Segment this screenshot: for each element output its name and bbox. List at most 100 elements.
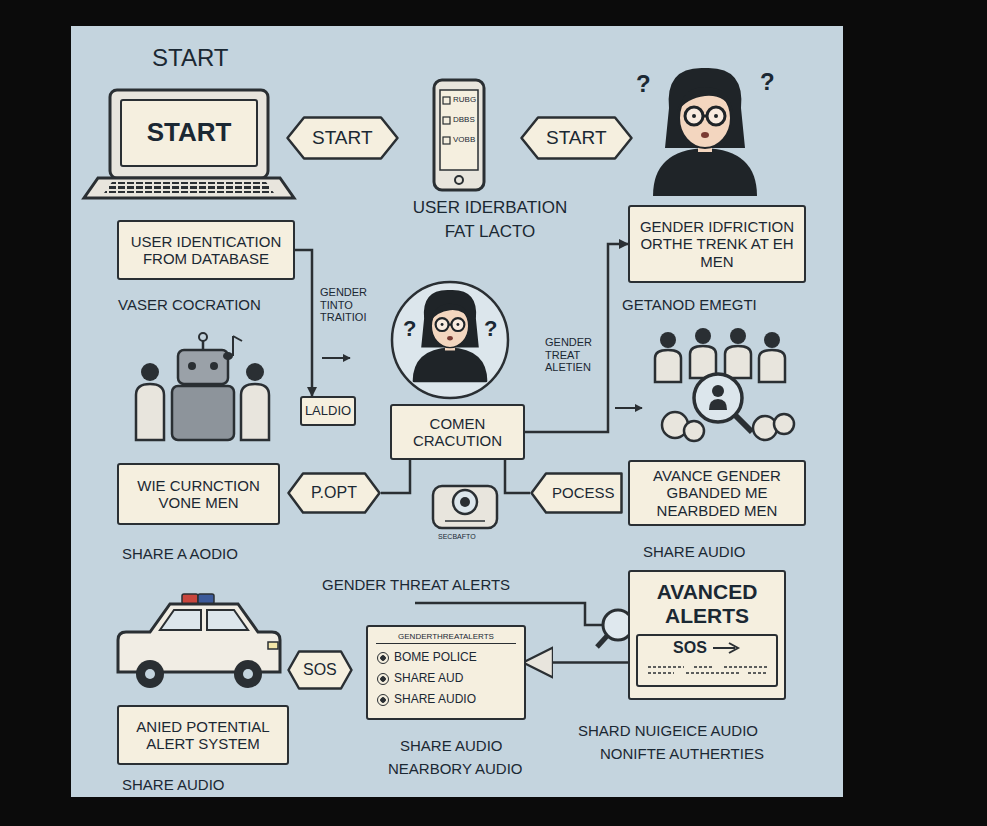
label-text: SHARE AUDIO (400, 737, 503, 754)
arrow-shape-outline (288, 118, 398, 159)
robot-people-illustration-part (172, 386, 234, 440)
crowd-illustration-part (764, 332, 780, 348)
phone-illustration (434, 80, 484, 190)
question-mark: ? (760, 68, 775, 96)
label-text: GENDER TREAT ALETIEN (545, 336, 601, 374)
node-text: START (546, 127, 607, 149)
crowd-illustration-part (684, 421, 704, 441)
label-text: GENDER TINTO TRAITIOI (320, 286, 378, 324)
label-text: VASER COCRATION (118, 296, 261, 313)
node-text: P.OPT (311, 484, 357, 502)
crowd-illustration-part (695, 328, 711, 344)
connector-arrow (295, 250, 312, 396)
robot-people-illustration-part (241, 384, 269, 440)
node-text: AVANCE GENDER GBANDED ME NEARBDED MEN (634, 467, 800, 519)
squiggle-line (648, 667, 768, 673)
robot-people-illustration-part (233, 336, 242, 341)
police-car-part (234, 660, 262, 688)
camera-device-part (453, 490, 477, 514)
label-text: GETANOD EMEGTI (622, 296, 757, 313)
node-text: AVANCED ALERTS (636, 580, 778, 628)
label-text: GENDER THREAT ALERTS (322, 576, 510, 593)
small-arrow-part (322, 357, 350, 359)
crowd-illustration-part (725, 346, 751, 378)
node-text: START (312, 127, 373, 149)
label-text: USER IDERBATION (395, 198, 585, 218)
camera-device-part (433, 486, 497, 528)
arrow-shape-outline (522, 118, 632, 159)
police-car-part (118, 604, 280, 672)
squiggle-lines (644, 663, 774, 677)
police-car-part (207, 610, 248, 630)
arrow-tag: P.OPT (287, 472, 381, 514)
connector-arrow (505, 460, 530, 493)
magnifier-icon-part (597, 636, 607, 647)
process-box: COMEN CRACUTION (390, 404, 525, 460)
process-box: USER IDENTICATION FROM DATABASE (117, 220, 295, 280)
robot-people-illustration-part (136, 384, 164, 440)
alerts-box: AVANCED ALERTS SOS (628, 570, 786, 700)
woman-circle-figure (392, 282, 508, 398)
phone-illustration-part (455, 176, 463, 184)
woman-circle-figure-part-part (413, 290, 488, 382)
label-text: FAT LACTO (395, 222, 585, 242)
start-arrow: START (520, 116, 633, 160)
police-car (118, 594, 280, 688)
node-text: WIE CURNCTION VONE MEN (123, 477, 274, 512)
crowd-illustration-part (735, 415, 752, 432)
crowd-illustration-part (730, 328, 746, 344)
camera-device (433, 486, 497, 528)
process-box: ANIED POTENTIAL ALERT SYSTEM (117, 705, 289, 765)
robot-people-illustration (136, 333, 269, 440)
diagram-title: START (152, 44, 228, 72)
sos-arrow-line (713, 643, 738, 653)
screen-box: START (120, 99, 258, 167)
robot-people-illustration-part (141, 363, 159, 381)
label-text: RUBG (453, 95, 476, 104)
crowd-illustration-part (655, 350, 681, 382)
arrow-tag: POCESS (530, 472, 623, 514)
camera-device-part (460, 497, 470, 507)
phone-illustration-part (440, 90, 478, 170)
sos-tag: SOS (287, 650, 353, 690)
node-text: BOME POLICE (376, 651, 516, 665)
label-text: SHARD NUIGEICE AUDIO (578, 722, 758, 739)
node-text: START (147, 118, 232, 148)
radio-dot (377, 652, 389, 664)
label-text: SHARE AUDIO (643, 543, 746, 560)
small-arrow (322, 358, 642, 408)
robot-people-illustration-part (188, 362, 196, 370)
robot-people-illustration-part (232, 336, 234, 356)
arrow-shape-outline (532, 474, 622, 513)
laptop-illustration-part (84, 178, 294, 198)
label-text: SECBAFTO (438, 533, 476, 541)
phone-illustration-part (443, 97, 450, 104)
crowd-illustration-part (660, 332, 676, 348)
node-text: SOS (673, 639, 707, 657)
woman-circle-figure-part (413, 290, 488, 382)
crowd-illustration-part (694, 374, 742, 422)
crowd-illustration (655, 328, 794, 441)
label-text: SHARE AUDIO (122, 776, 225, 793)
laptop-illustration-part (104, 182, 274, 193)
crowd-illustration-part (712, 385, 724, 397)
woman-figure (653, 68, 757, 196)
police-car-part (160, 610, 201, 630)
laptop-illustration (84, 90, 294, 198)
police-car-part (145, 669, 155, 679)
question-mark: ? (484, 316, 497, 341)
robot-people-illustration-part (199, 333, 207, 341)
crowd-illustration-part (753, 416, 777, 440)
crowd-illustration-part (709, 399, 727, 410)
process-box: WIE CURNCTION VONE MEN (117, 463, 280, 525)
phone-illustration-part (443, 137, 450, 144)
node-text: GENDER IDFRICTION ORTHE TRENK AT EH MEN (634, 218, 800, 270)
robot-people-illustration-part (246, 363, 264, 381)
robot-people-illustration-part (210, 362, 218, 370)
page-ground-part (71, 26, 843, 797)
node-text: POCESS (552, 484, 615, 501)
